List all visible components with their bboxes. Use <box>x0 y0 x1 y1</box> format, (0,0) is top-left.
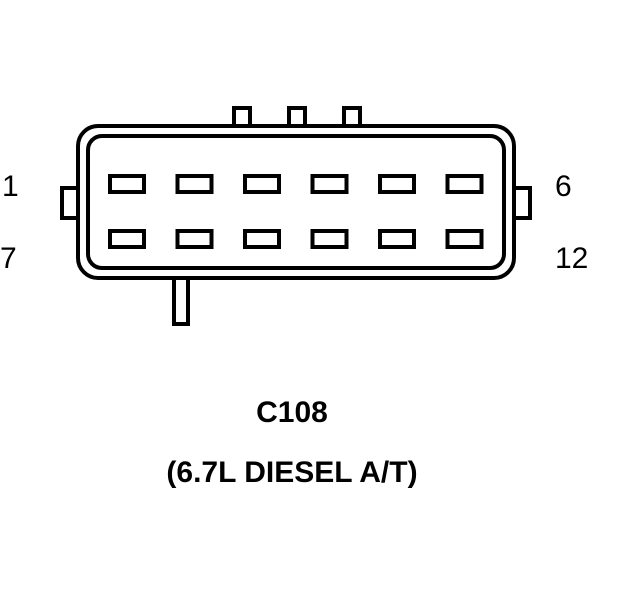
pin-cavity-11 <box>378 229 416 249</box>
pin-cavities <box>108 174 484 249</box>
pin-cavity-9 <box>243 229 281 249</box>
pin-label-1: 1 <box>2 170 19 203</box>
pin-cavity-6 <box>445 174 484 194</box>
pin-cavity-3 <box>243 174 281 194</box>
connector-body-inner <box>86 134 506 270</box>
pin-cavity-12 <box>445 229 484 249</box>
connector-id: C108 <box>256 396 328 429</box>
connector-body-outer <box>76 124 516 280</box>
pin-cavity-7 <box>108 229 146 249</box>
pin-label-12: 12 <box>555 242 588 275</box>
pin-label-7: 7 <box>0 242 17 275</box>
pin-cavity-5 <box>378 174 416 194</box>
pin-cavity-10 <box>310 229 349 249</box>
pin-label-6: 6 <box>555 170 572 203</box>
pin-cavity-2 <box>175 174 214 194</box>
connector-description: (6.7L DIESEL A/T) <box>166 456 417 489</box>
pin-cavity-1 <box>108 174 146 194</box>
pin-cavity-4 <box>310 174 349 194</box>
pin-cavity-8 <box>175 229 214 249</box>
